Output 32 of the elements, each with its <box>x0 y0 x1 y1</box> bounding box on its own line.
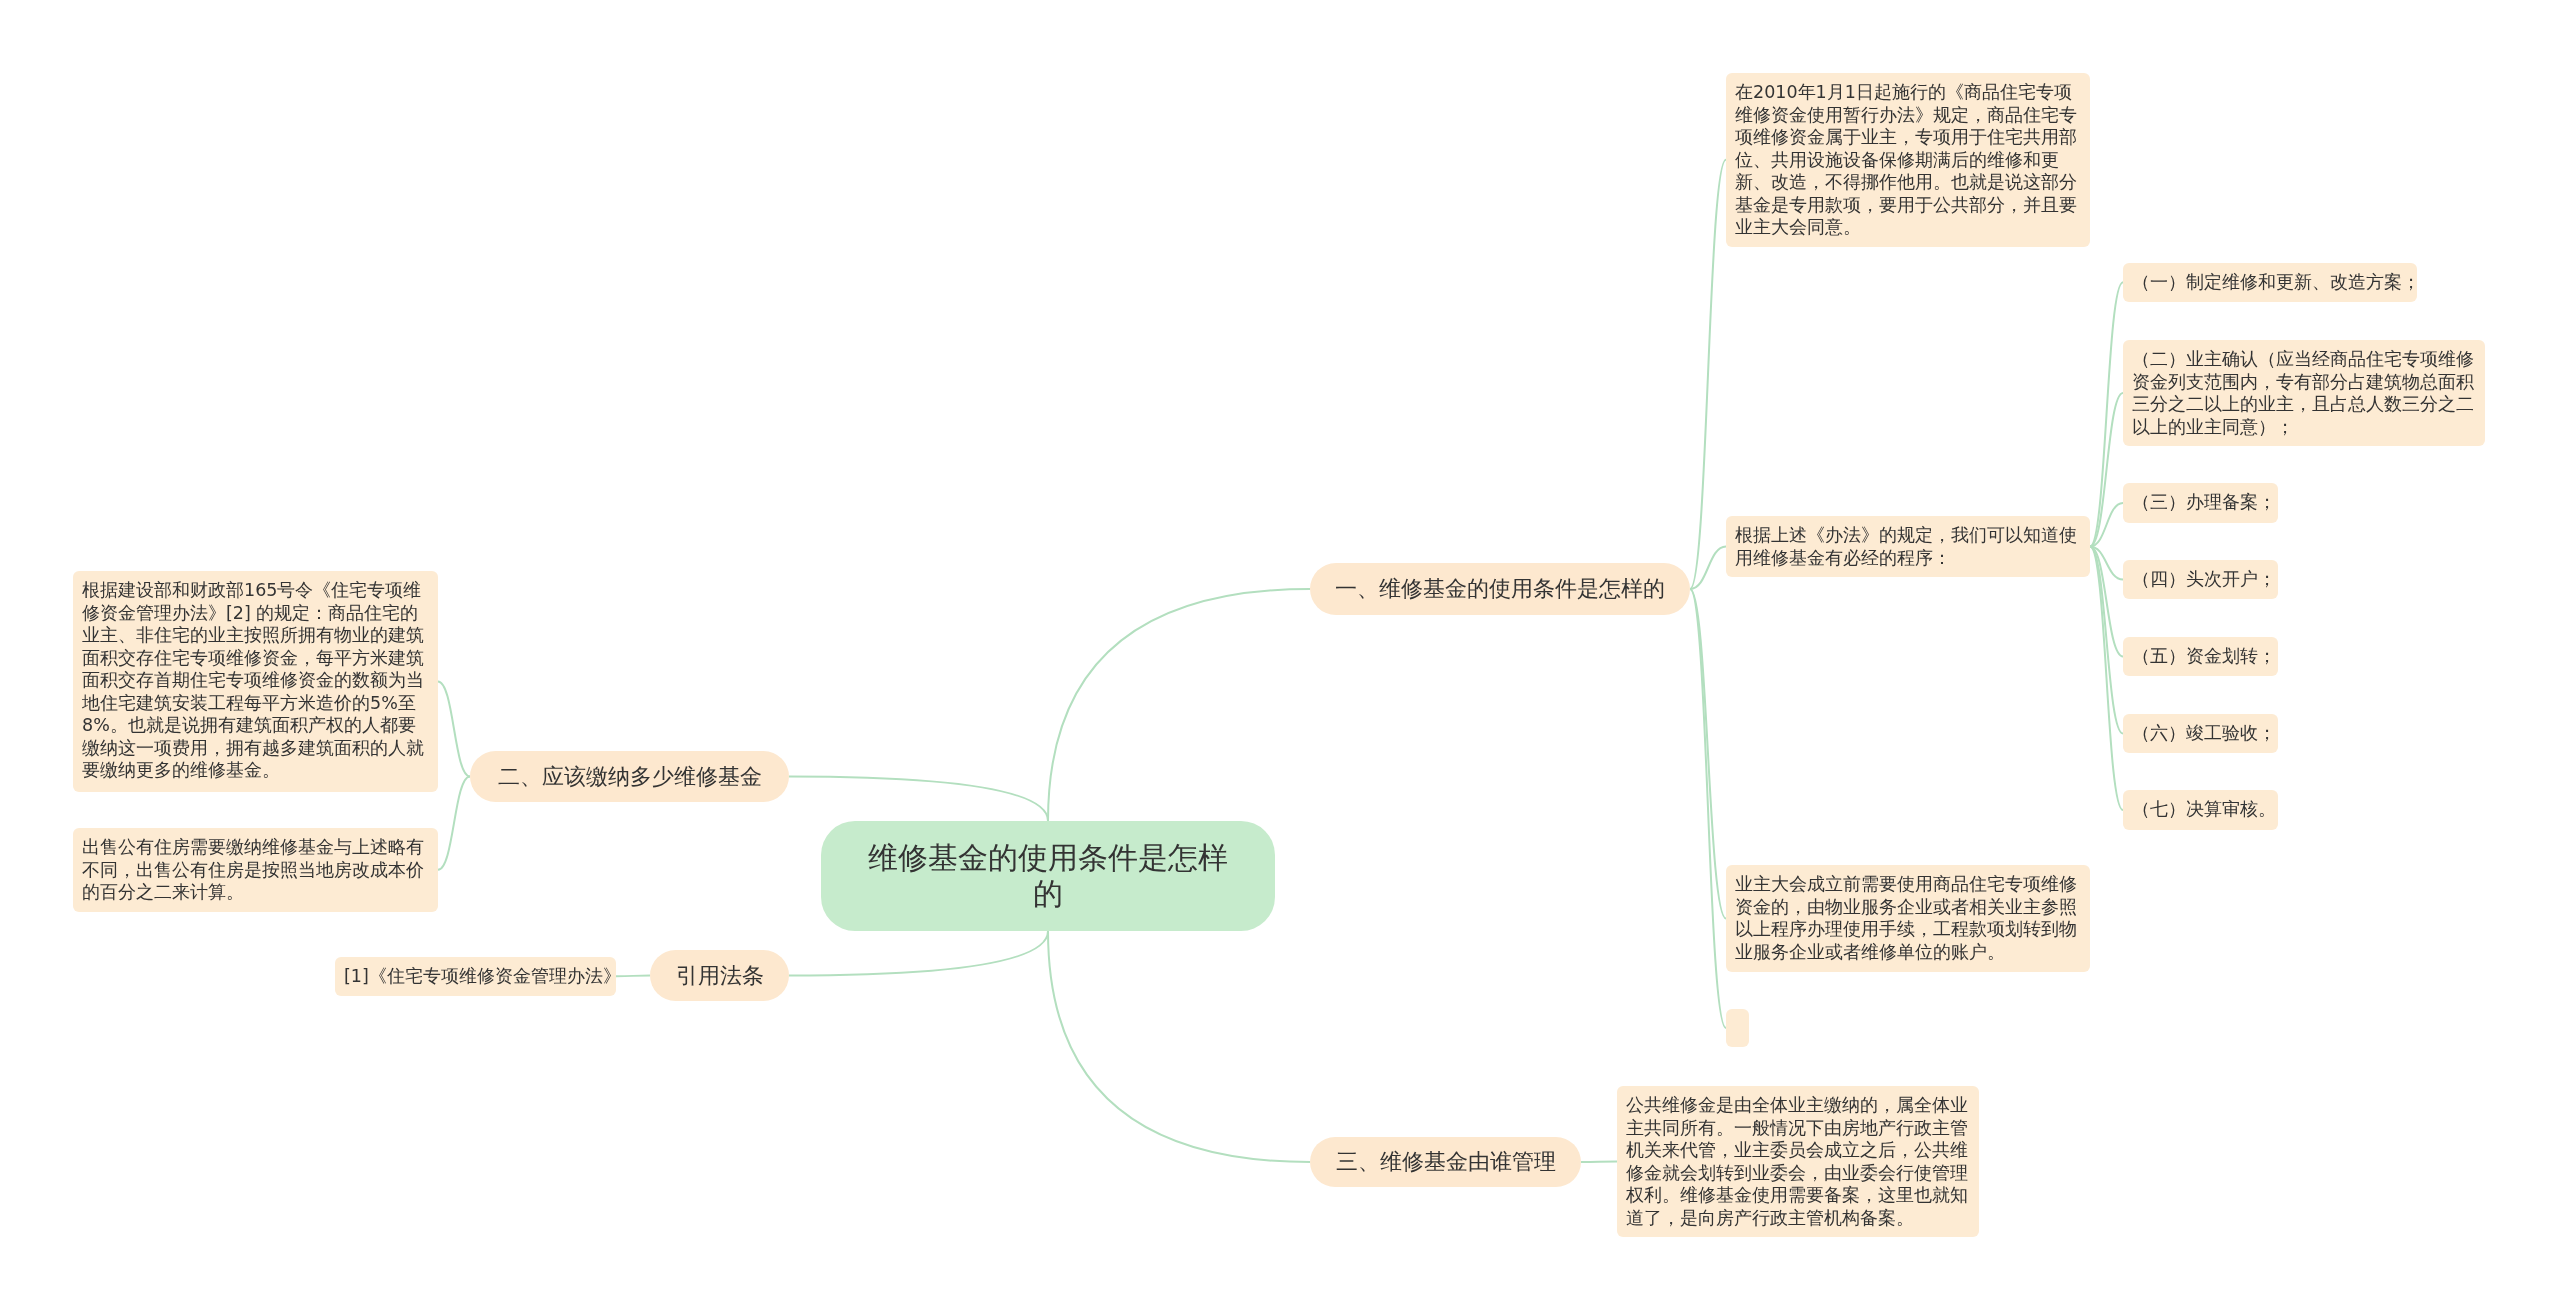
connector-line <box>1580 1160 1618 1163</box>
topic-box: 二、应该缴纳多少维修基金 <box>470 751 789 802</box>
empty-box <box>1726 1009 1749 1047</box>
note-box: 根据上述《办法》的规定，我们可以知道使用维修基金有必经的程序： <box>1726 516 2090 577</box>
step-box: （四）头次开户； <box>2123 560 2278 599</box>
connector-line <box>1047 930 1311 1163</box>
note-box: 公共维修金是由全体业主缴纳的，属全体业主共同所有。一般情况下由房地产行政主管机关来代管，业主委员会成立之后，公共维修金就会划转到业委会，由业委会行使管理权利。维修基金使用需要备案，这里也就知道了，是向房产行政主管机构备案。 <box>1617 1086 1979 1237</box>
topic-box: 三、维修基金由谁管理 <box>1310 1137 1581 1187</box>
note-box: 根据建设部和财政部165号令《住宅专项维修资金管理办法》[2] 的规定：商品住宅的业主、非住宅的业主按照所拥有物业的建筑面积交存住宅专项维修资金，每平方米建筑面积交存首期住宅专项维修资金的数额为当地住宅建筑安装工程每平方米造价的5%至8%。也就是说拥有建筑面积产权的人都要缴纳这一项费用，拥有越多建筑面积的人就要缴纳更多的维修基金。 <box>73 571 438 792</box>
note-box: 在2010年1月1日起施行的《商品住宅专项维修资金使用暂行办法》规定，商品住宅专项维修资金属于业主，专项用于住宅共用部位、共用设施设备保修期满后的维修和更新、改造，不得挪作他用。也就是说这部分基金是专用款项，要用于公共部分，并且要业主大会同意。 <box>1726 73 2090 247</box>
step-box: （六）竣工验收； <box>2123 714 2278 753</box>
connector-line <box>437 775 471 871</box>
connector-line <box>2089 545 2124 811</box>
step-box: （三）办理备案； <box>2123 483 2278 523</box>
connector-line <box>1689 545 1727 590</box>
connector-line <box>1689 158 1727 590</box>
step-box: （五）资金划转； <box>2123 637 2278 676</box>
step-box: （二）业主确认（应当经商品住宅专项维修资金列支范围内，专有部分占建筑物总面积三分之二以上的业主，且占总人数三分之二以上的业主同意）； <box>2123 340 2485 446</box>
note-box: [1]《住宅专项维修资金管理办法》 <box>335 957 616 996</box>
note-box: 业主大会成立前需要使用商品住宅专项维修资金的，由物业服务企业或者相关业主参照以上程序办理使用手续，工程款项划转到物业服务企业或者维修单位的账户。 <box>1726 865 2090 972</box>
step-box: （一）制定维修和更新、改造方案； <box>2123 263 2417 302</box>
connector-line <box>788 775 1049 822</box>
topic-box: 引用法条 <box>650 950 789 1001</box>
step-box: （七）决算审核。 <box>2123 790 2278 830</box>
connector-line <box>615 974 651 978</box>
connector-line <box>2089 392 2124 548</box>
central-topic: 维修基金的使用条件是怎样的 <box>821 821 1275 931</box>
connector-line <box>2089 281 2124 548</box>
connector-line <box>437 680 471 778</box>
note-box: 出售公有住房需要缴纳维修基金与上述略有不同，出售公有住房是按照当地房改成本价的百分之二来计算。 <box>73 828 438 912</box>
topic-box: 一、维修基金的使用条件是怎样的 <box>1310 563 1690 615</box>
connector-line <box>1689 588 1727 1029</box>
